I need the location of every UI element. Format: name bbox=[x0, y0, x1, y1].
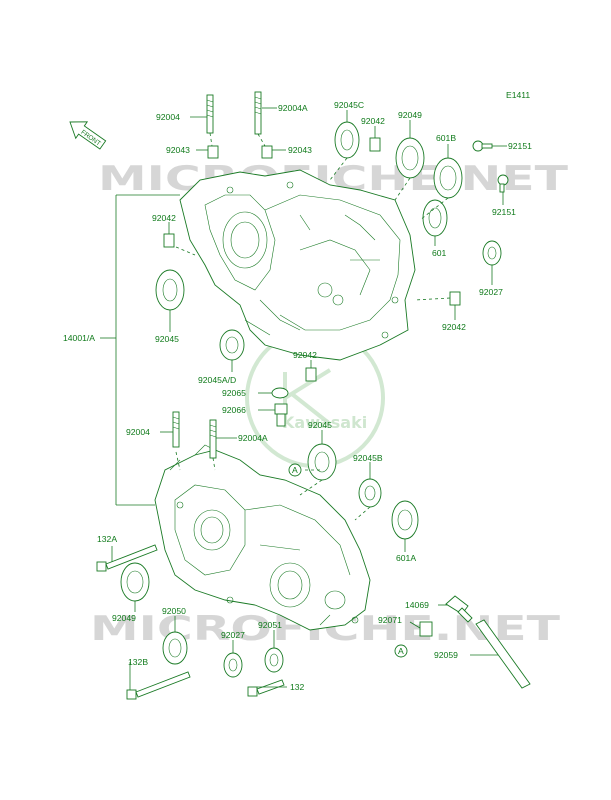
leader-lines bbox=[100, 107, 507, 690]
part-seal-92049-upper bbox=[395, 137, 425, 179]
diagram-code: E1411 bbox=[506, 90, 530, 100]
ref-marker-a-2-label: A bbox=[398, 646, 404, 656]
part-seal-92049-lower bbox=[120, 562, 150, 602]
label-92059: 92059 bbox=[434, 650, 458, 660]
label-601B: 601B bbox=[436, 133, 456, 143]
part-dowel-92042-top bbox=[369, 137, 381, 152]
label-92071: 92071 bbox=[378, 615, 402, 625]
ref-marker-a-1-label: A bbox=[292, 465, 298, 475]
label-92027-lower: 92027 bbox=[221, 630, 245, 640]
part-stud-92004-upper bbox=[206, 94, 214, 134]
label-14069: 14069 bbox=[405, 600, 429, 610]
label-92051: 92051 bbox=[258, 620, 282, 630]
label-92049-upper: 92049 bbox=[398, 110, 422, 120]
label-92065: 92065 bbox=[222, 388, 246, 398]
part-labels: 92004 92004A 92045C 92042 92049 92043 92… bbox=[63, 100, 532, 692]
label-92151-a: 92151 bbox=[508, 141, 532, 151]
part-fitting-14069 bbox=[445, 595, 473, 623]
part-dowel-92043-left bbox=[207, 145, 219, 159]
ref-marker-a-1: A bbox=[288, 463, 302, 477]
label-92151-b: 92151 bbox=[492, 207, 516, 217]
part-washer-92065 bbox=[271, 387, 289, 399]
part-bearing-601B bbox=[433, 157, 463, 199]
label-132B: 132B bbox=[128, 657, 148, 667]
label-132: 132 bbox=[290, 682, 305, 692]
part-bearing-92045-left bbox=[155, 269, 185, 311]
label-92049-lower: 92049 bbox=[112, 613, 136, 623]
part-bearing-92045C bbox=[334, 121, 360, 159]
label-92045-left: 92045 bbox=[155, 334, 179, 344]
part-washer-92027-upper bbox=[482, 240, 502, 266]
label-92043-right: 92043 bbox=[288, 145, 312, 155]
part-bolt-92151-b bbox=[497, 174, 509, 193]
label-92004A-upper: 92004A bbox=[278, 103, 308, 113]
ref-marker-a-2: A bbox=[394, 644, 408, 658]
upper-crankcase bbox=[179, 169, 416, 361]
label-132A: 132A bbox=[97, 534, 117, 544]
label-92004A-lower: 92004A bbox=[238, 433, 268, 443]
label-92043-left: 92043 bbox=[166, 145, 190, 155]
part-bolt-132A bbox=[96, 544, 158, 572]
part-dowel-92042-right bbox=[449, 291, 461, 306]
label-92042-left: 92042 bbox=[152, 213, 176, 223]
part-bolt-132B bbox=[126, 671, 191, 700]
part-bearing-601 bbox=[422, 199, 448, 237]
part-bolt-132 bbox=[247, 679, 285, 697]
label-92045B: 92045B bbox=[353, 453, 383, 463]
label-92045AD: 92045A/D bbox=[198, 375, 236, 385]
part-washer-92027-lower bbox=[223, 652, 243, 678]
part-dowel-92042-mid bbox=[305, 367, 317, 382]
part-bolt-92066 bbox=[274, 403, 288, 427]
part-bearing-601A bbox=[391, 500, 419, 540]
lower-crankcase bbox=[154, 444, 371, 631]
label-92045C: 92045C bbox=[334, 100, 364, 110]
part-stud-92004A-upper bbox=[254, 91, 262, 135]
label-601: 601 bbox=[432, 248, 447, 258]
part-stud-92004A-lower bbox=[209, 419, 217, 459]
watermark-logo-text: Kawasaki bbox=[282, 413, 367, 432]
part-hose-92059 bbox=[475, 619, 531, 689]
part-bearing-92045B bbox=[358, 478, 382, 508]
part-clamp-92071 bbox=[419, 621, 433, 637]
label-92066: 92066 bbox=[222, 405, 246, 415]
part-bolt-92151-a bbox=[472, 140, 493, 152]
label-92050: 92050 bbox=[162, 606, 186, 616]
label-92045-mid: 92045 bbox=[308, 420, 332, 430]
front-arrow-icon: FRONT bbox=[69, 121, 107, 150]
part-stud-92004-lower bbox=[172, 411, 180, 448]
part-dowel-92042-left bbox=[163, 233, 175, 248]
part-dowel-92043-right bbox=[261, 145, 273, 159]
label-601A: 601A bbox=[396, 553, 416, 563]
label-92027-upper: 92027 bbox=[479, 287, 503, 297]
part-bearing-92045-mid bbox=[307, 443, 337, 481]
label-92004-lower: 92004 bbox=[126, 427, 150, 437]
label-92042-mid: 92042 bbox=[293, 350, 317, 360]
label-92004-upper: 92004 bbox=[156, 112, 180, 122]
label-14001A: 14001/A bbox=[63, 333, 95, 343]
label-92042-top: 92042 bbox=[361, 116, 385, 126]
part-seal-92050 bbox=[162, 631, 188, 665]
label-92042-right: 92042 bbox=[442, 322, 466, 332]
part-bearing-92045AD bbox=[219, 329, 245, 361]
part-seal-92051 bbox=[264, 647, 284, 673]
